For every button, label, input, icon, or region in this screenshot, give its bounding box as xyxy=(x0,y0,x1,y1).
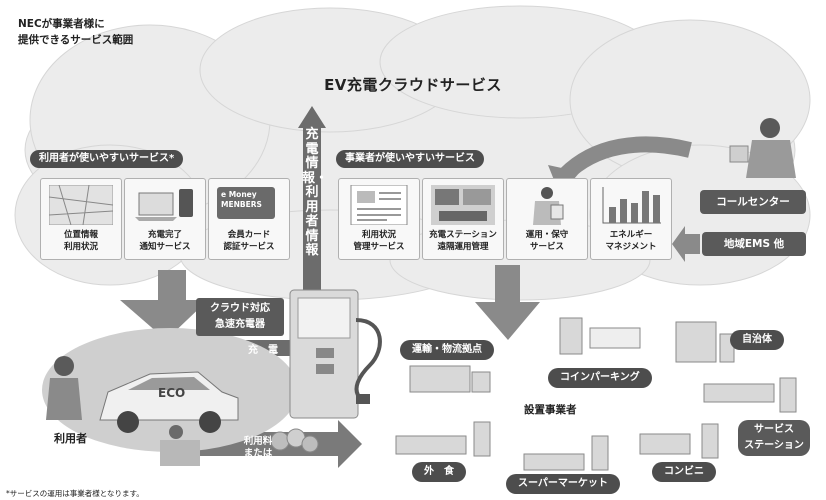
arrow-from-call-center xyxy=(559,136,692,181)
service-station-line2: ステーション xyxy=(744,440,804,451)
user-label: 利用者 xyxy=(54,432,87,445)
card-label-line2: 遠隔運用管理 xyxy=(437,242,489,252)
location-convenience: コンビニ xyxy=(652,462,716,482)
cloud-title: EV充電クラウドサービス xyxy=(324,76,502,94)
location-service-station: サービス ステーション xyxy=(738,420,810,456)
car-illustration xyxy=(99,371,239,433)
payment-line2: または xyxy=(243,448,273,459)
card-label-line1: 利用状況 xyxy=(361,230,396,240)
service-card-energy-management: エネルギー マネジメント xyxy=(590,178,672,260)
service-card-usage-management: 利用状況 管理サービス xyxy=(338,178,420,260)
service-card-location: 位置情報 利用状況 xyxy=(40,178,122,260)
laptop-phone-icon xyxy=(135,189,193,221)
service-card-member-card: e Money MENBERS 会員カード 認証サービス xyxy=(208,178,290,260)
card-label-line2: マネジメント xyxy=(605,242,657,252)
charge-label: 充 電 xyxy=(248,345,278,356)
payment-line3: サービスの利用 xyxy=(224,460,292,471)
card-label-line2: サービス xyxy=(529,242,564,252)
location-municipality: 自治体 xyxy=(730,330,784,350)
bar-chart-icon xyxy=(602,187,661,224)
charger-unit xyxy=(289,289,382,419)
data-flow-arrow xyxy=(298,106,326,292)
card-label-line2: 管理サービス xyxy=(353,242,405,252)
charger-label: クラウド対応 急速充電器 xyxy=(196,298,284,336)
service-card-charge-complete: 充電完了 通知サービス xyxy=(124,178,206,260)
user-person-illustration xyxy=(46,356,82,420)
card-label-line2: 認証サービス xyxy=(223,242,275,252)
user-services-tag: 利用者が使いやすいサービス* xyxy=(30,150,184,168)
charger-label-line1: クラウド対応 xyxy=(210,303,270,314)
charger-label-line2: 急速充電器 xyxy=(215,319,265,330)
arrow-to-user xyxy=(120,270,208,340)
call-center-person-illustration xyxy=(729,118,796,178)
card-label-line1: 充電ステーション xyxy=(429,230,497,240)
service-scope-note: NECが事業者様に 提供できるサービス範囲 xyxy=(18,16,133,48)
location-restaurant: 外 食 xyxy=(412,462,466,482)
card-label-line1: 充電完了 xyxy=(147,230,182,240)
location-supermarket: スーパーマーケット xyxy=(506,474,620,494)
note-line-1: NECが事業者様に xyxy=(18,18,105,30)
service-card-maintenance: 運用・保守 サービス xyxy=(506,178,588,260)
card-label-line1: 位置情報 xyxy=(63,230,98,240)
installers-label: 設置事業者 xyxy=(524,404,577,416)
card-label-line1: エネルギー xyxy=(609,230,653,240)
note-line-2: 提供できるサービス範囲 xyxy=(18,34,134,46)
document-icon xyxy=(350,185,408,225)
footnote: *サービスの運用は事業者様となります。 xyxy=(6,489,144,498)
card-label-line1: 会員カード xyxy=(227,230,271,240)
card-label-line2: 利用状況 xyxy=(63,242,98,252)
call-center-label: コールセンター xyxy=(700,190,806,214)
service-station-line1: サービス xyxy=(754,424,794,435)
location-coin-parking: コインパーキング xyxy=(548,368,652,388)
member-card-icon: e Money MENBERS xyxy=(217,187,275,219)
card-label-line1: 運用・保守 xyxy=(525,230,569,240)
payment-line1: 利用料 xyxy=(243,436,273,447)
payment-label: 利用料 または サービスの利用 xyxy=(198,436,318,472)
data-flow-label: 充電情報・利用者情報 xyxy=(302,127,329,258)
operator-services-tag: 事業者が使いやすいサービス xyxy=(336,150,484,168)
arrow-from-ems xyxy=(672,226,700,262)
control-room-icon xyxy=(431,185,495,225)
map-icon xyxy=(49,185,113,225)
location-illustrations xyxy=(395,317,797,471)
service-card-remote-operation: 充電ステーション 遠隔運用管理 xyxy=(422,178,504,260)
car-eco-badge: ECO xyxy=(158,386,186,400)
arrow-to-locations xyxy=(475,265,540,340)
technician-icon xyxy=(533,187,564,225)
card-label-line2: 通知サービス xyxy=(139,242,191,252)
location-logistics: 運輸・物流拠点 xyxy=(400,340,494,360)
payment-illustration xyxy=(160,425,319,466)
member-card-text2: MENBERS xyxy=(221,200,262,209)
regional-ems-label: 地域EMS 他 xyxy=(702,232,806,256)
member-card-text1: e Money xyxy=(221,190,257,199)
